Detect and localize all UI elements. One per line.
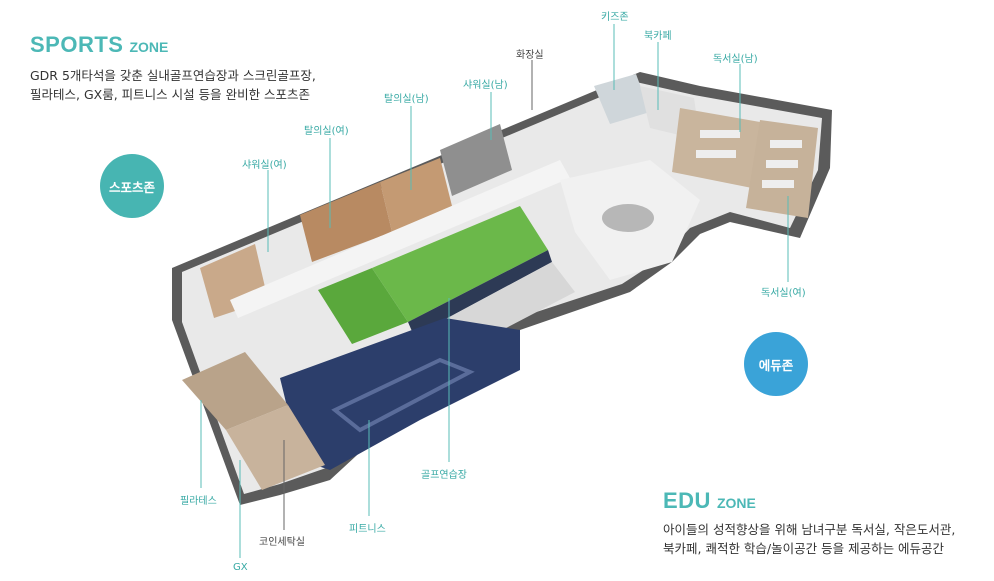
label-shower-male: 샤워실(남): [463, 80, 508, 91]
lobby-round-table: [602, 204, 654, 232]
sports-desc-line2: 필라테스, GX룸, 피트니스 시설 등을 완비한 스포츠존: [30, 87, 311, 102]
pilates-room: [182, 352, 288, 430]
edu-zone-badge: 에듀존: [744, 332, 808, 396]
label-reading-male: 독서실(남): [713, 54, 758, 65]
edu-zone-description: 아이들의 성적향상을 위해 남녀구분 독서실, 작은도서관, 북카페, 쾌적한 …: [663, 520, 955, 558]
fitness-track: [331, 357, 475, 433]
label-restroom: 화장실: [516, 50, 544, 61]
sports-desc-line1: GDR 5개타석을 갖춘 실내골프연습장과 스크린골프장,: [30, 68, 316, 83]
reading-desks: [696, 130, 802, 188]
label-pilates: 필라테스: [180, 496, 217, 507]
sports-zone-word: ZONE: [129, 39, 169, 55]
shower-male-room: [440, 124, 512, 196]
golf-green-main: [372, 206, 548, 322]
kids-zone-room: [594, 74, 650, 124]
label-fitness: 피트니스: [349, 524, 386, 535]
edu-desc-line1: 아이들의 성적향상을 위해 남녀구분 독서실, 작은도서관,: [663, 522, 956, 537]
label-locker-male: 탈의실(남): [384, 94, 429, 105]
locker-female-room: [300, 182, 392, 262]
label-gx: GX: [233, 562, 248, 573]
gx-room: [226, 405, 325, 490]
label-locker-female: 탈의실(여): [304, 126, 349, 137]
label-golf-practice: 골프연습장: [421, 470, 467, 481]
edu-desc-line2: 북카페, 쾌적한 학습/놀이공간 등을 제공하는 에듀공간: [663, 541, 945, 556]
golf-dark-edge: [408, 250, 552, 336]
label-kids-zone: 키즈존: [601, 12, 629, 23]
reading-male-room: [672, 108, 760, 188]
sports-zone-title: SPORTS ZONE: [30, 32, 168, 58]
edu-zone-word: ZONE: [716, 495, 756, 511]
corridor-left: [230, 160, 570, 318]
fitness-floor: [280, 318, 520, 470]
label-shower-female: 샤워실(여): [242, 160, 287, 171]
golf-green-left: [318, 268, 408, 344]
edu-title: EDU: [663, 488, 711, 513]
edu-zone-title: EDU ZONE: [663, 488, 756, 514]
label-reading-female: 독서실(여): [761, 288, 806, 299]
label-coin-laundry: 코인세탁실: [259, 537, 305, 548]
sports-zone-description: GDR 5개타석을 갖춘 실내골프연습장과 스크린골프장, 필라테스, GX룸,…: [30, 66, 316, 104]
sports-title: SPORTS: [30, 32, 124, 57]
sports-zone-badge: 스포츠존: [100, 154, 164, 218]
label-book-cafe: 북카페: [644, 31, 672, 42]
